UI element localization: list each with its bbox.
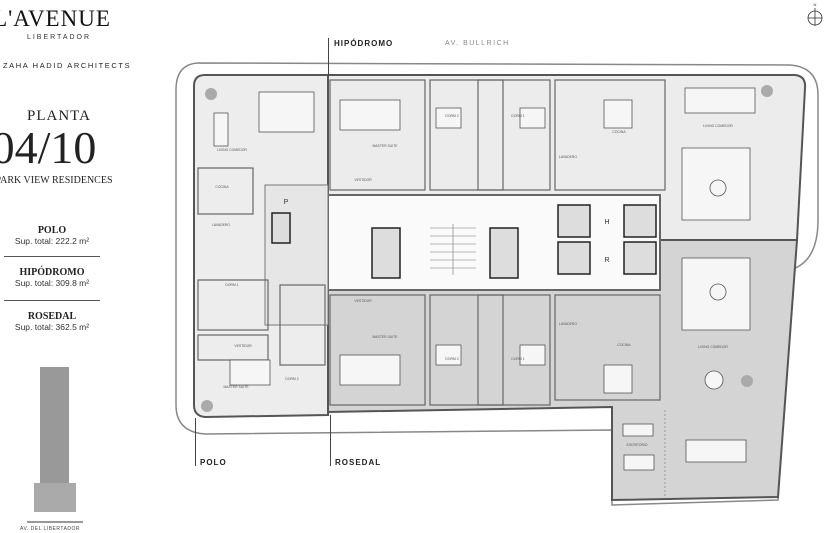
room-label: DORM 2 — [445, 114, 458, 118]
core-label-h: H — [604, 219, 609, 226]
core-label-p: P — [284, 199, 289, 206]
room-label: VESTIDOR — [234, 344, 252, 348]
room-label: COCINA — [215, 185, 229, 189]
room-label: MASTER SUITE — [372, 144, 398, 148]
stairs — [430, 224, 476, 275]
room-label: LAVADERO — [212, 223, 230, 227]
unit-polo-info: POLO Sup. total: 222.2 m² — [4, 225, 100, 246]
columns — [201, 85, 773, 412]
brand-block: L'AVENUE LIBERTADOR — [0, 6, 118, 41]
collection-name: PARK VIEW RESIDENCES — [0, 175, 113, 186]
tower-elevation-icon — [27, 367, 83, 523]
brand-subtitle: LIBERTADOR — [26, 34, 92, 41]
unit-hipodromo-info: HIPÓDROMO Sup. total: 309.8 m² — [4, 267, 100, 288]
unit-name: ROSEDAL — [27, 311, 77, 322]
polo-marker-line — [195, 418, 196, 466]
polo-tag: POLO — [200, 458, 227, 467]
room-label: DORM 1 — [511, 357, 524, 361]
room-label: DORM 1 — [225, 283, 238, 287]
compass-north-label: N — [814, 2, 817, 7]
room-label: COCINA — [617, 343, 631, 347]
hipodromo-tag: HIPÓDROMO — [334, 39, 394, 48]
divider — [4, 300, 100, 301]
divider — [4, 256, 100, 257]
room-label: ESCRITORIO — [626, 443, 647, 447]
architect-name: ZAHA HADID ARCHITECTS — [3, 61, 132, 70]
core-label-r: R — [604, 257, 609, 264]
furniture — [213, 87, 756, 471]
room-label: LIVING COMEDOR — [698, 345, 728, 349]
room-label: DORM 1 — [511, 114, 524, 118]
unit-polo-area — [193, 74, 329, 419]
room-label: LAVADERO — [559, 322, 577, 326]
plan-floors: 04/10 — [0, 122, 97, 173]
room-label: MASTER SUITE — [372, 335, 398, 339]
plan-header: PLANTA 04/10 PARK VIEW RESIDENCES — [0, 108, 118, 186]
room-label: DORM 2 — [445, 357, 458, 361]
room-label: LAVADERO — [559, 155, 577, 159]
room-label: VESTIDOR — [354, 178, 372, 182]
unit-area: Sup. total: 309.8 m² — [14, 278, 90, 288]
room-labels: LIVING COMEDOR COCINA LAVADERO DORM 1 VE… — [212, 114, 733, 447]
corridor — [264, 184, 329, 326]
room-label: MASTER SUITE — [223, 385, 249, 389]
rosedal-tag: ROSEDAL — [335, 458, 382, 467]
room-label: DORM 2 — [285, 377, 298, 381]
brand-logo: L'AVENUE — [0, 6, 111, 31]
unit-rosedal-info: ROSEDAL Sup. total: 362.5 m² — [4, 311, 100, 332]
room-label: LIVING COMEDOR — [703, 124, 733, 128]
room-label: VESTIDOR — [354, 299, 372, 303]
hipodromo-marker-line — [328, 38, 329, 76]
street-bottom: AV. DEL LIBERTADOR — [20, 526, 81, 532]
elevators — [271, 204, 657, 279]
unit-area: Sup. total: 362.5 m² — [14, 322, 90, 332]
room-label: LIVING COMEDOR — [217, 148, 247, 152]
unit-name: POLO — [37, 225, 67, 236]
street-top: AV. BULLRICH — [445, 40, 510, 47]
compass-icon — [807, 8, 823, 26]
plan-label: PLANTA — [27, 108, 91, 124]
interior-walls — [197, 79, 666, 406]
room-label: COCINA — [612, 130, 626, 134]
rosedal-marker-line — [330, 415, 331, 466]
unit-area: Sup. total: 222.2 m² — [14, 236, 90, 246]
unit-name: HIPÓDROMO — [19, 267, 85, 278]
